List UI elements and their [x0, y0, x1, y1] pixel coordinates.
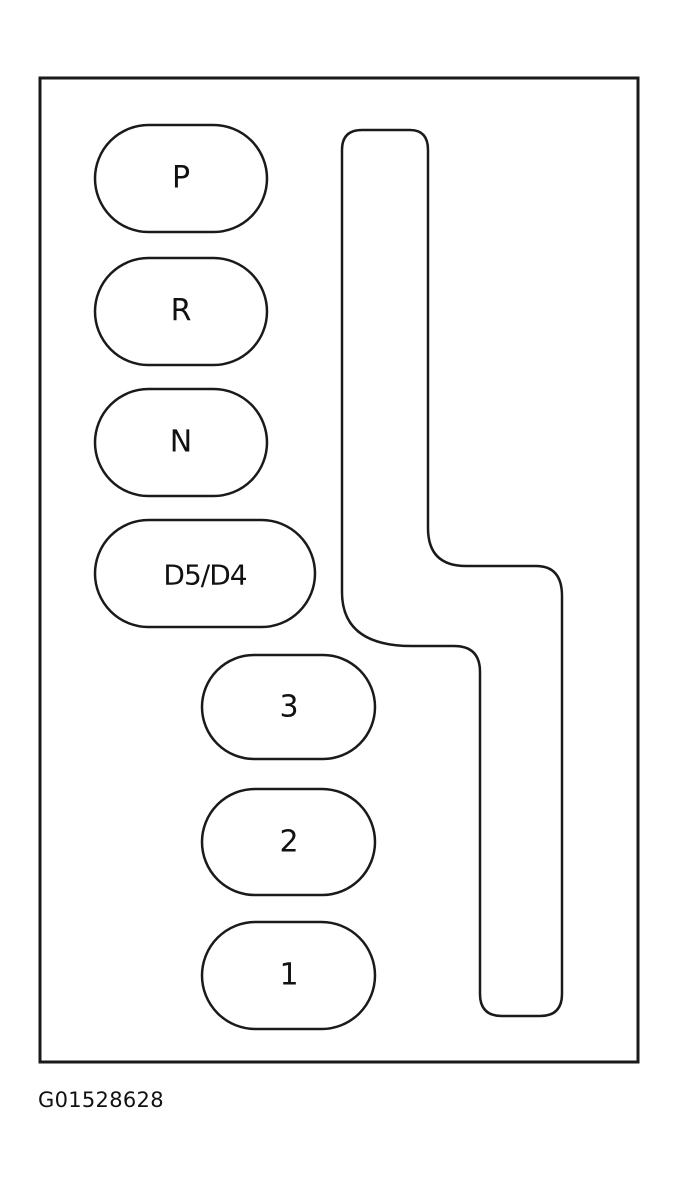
diagram-frame: [38, 76, 640, 1064]
shift-gate-slot: [340, 128, 564, 1018]
gear-label-drive: D5/D4: [163, 559, 246, 592]
gear-position-first: 1: [200, 920, 377, 1031]
gear-label-third: 3: [279, 690, 298, 725]
gear-position-park: P: [93, 123, 269, 234]
gear-label-park: P: [172, 161, 190, 196]
gear-label-neutral: N: [170, 425, 192, 460]
gear-label-first: 1: [279, 958, 298, 993]
gear-position-third: 3: [200, 653, 377, 761]
gear-position-reverse: R: [93, 256, 269, 367]
gear-position-second: 2: [200, 787, 377, 897]
gear-label-second: 2: [279, 825, 298, 860]
gear-position-neutral: N: [93, 387, 269, 498]
gear-label-reverse: R: [171, 294, 192, 329]
figure-id: G01528628: [38, 1088, 164, 1112]
gear-position-drive: D5/D4: [93, 518, 317, 629]
